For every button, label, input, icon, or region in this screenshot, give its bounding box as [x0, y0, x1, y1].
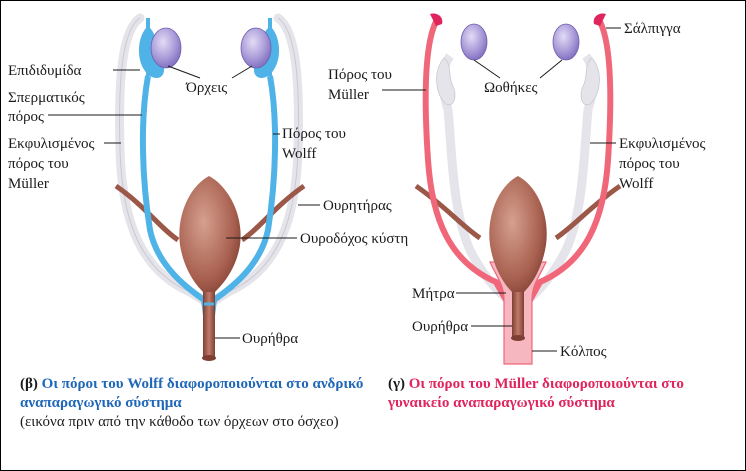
- male-caption: (β) Οι πόροι του Wolff διαφοροποιούνται …: [20, 375, 370, 432]
- female-bladder: [489, 176, 547, 292]
- female-ovary-left: [460, 23, 488, 61]
- label-degenerated-muller: Εκφυλισμένος πόρος του Müller: [8, 136, 98, 192]
- male-diagram: [114, 13, 306, 361]
- female-muller-duct-left: [422, 16, 509, 302]
- male-testis-left: [150, 27, 182, 69]
- female-caption-highlight: Οι πόροι του Müller διαφοροποιούνται στο…: [388, 376, 684, 411]
- male-ureter-left: [114, 183, 180, 243]
- male-bladder: [179, 176, 241, 292]
- male-caption-highlight: Οι πόροι του Wolff διαφοροποιούνται στο …: [20, 376, 364, 411]
- female-urethra: [512, 292, 524, 338]
- label-epididymis: Επιδιδυμίδα: [8, 63, 82, 79]
- label-bladder: Ουροδόχος κύστη: [300, 231, 408, 247]
- male-urethra: [203, 292, 215, 358]
- female-diagram: [414, 13, 622, 365]
- male-labels: Επιδιδυμίδα Σπερματικός πόρος Εκφυλισμέν…: [8, 63, 408, 347]
- label-ureter: Ουρητήρας: [323, 198, 392, 214]
- label-wolff-duct: Πόρος του Wolff: [282, 126, 350, 162]
- female-ureter-right: [554, 183, 622, 241]
- label-uterus: Μήτρα: [412, 286, 455, 302]
- female-labels: Σάλπιγγα Πόρος του Müller Ωοθήκες Εκφυλι…: [328, 21, 709, 360]
- male-caption-tag: (β): [20, 376, 38, 392]
- male-wolff-duct-right: [209, 75, 279, 317]
- label-ovaries: Ωοθήκες: [484, 80, 538, 96]
- female-muller-duct-right: [527, 16, 614, 302]
- label-male-urethra: Ουρήθρα: [242, 331, 298, 347]
- male-wolff-duct-left: [139, 75, 209, 317]
- label-testes: Όρχεις: [185, 80, 227, 96]
- male-testis-right: [240, 27, 272, 69]
- female-caption: (γ) Οι πόροι του Müller διαφοροποιούνται…: [388, 375, 733, 413]
- label-vagina: Κόλπος: [560, 344, 607, 360]
- label-muller-duct: Πόρος του Müller: [328, 67, 396, 103]
- label-female-urethra: Ουρήθρα: [412, 319, 468, 335]
- female-ovary-right: [552, 23, 580, 61]
- female-ureter-left: [414, 183, 482, 241]
- label-degenerated-wolff: Εκφυλισμένος πόρος του Wolff: [619, 136, 709, 192]
- male-caption-note: (εικόνα πριν από την κάθοδο των όρχεων σ…: [20, 414, 339, 430]
- label-oviduct: Σάλπιγγα: [624, 21, 681, 37]
- female-caption-tag: (γ): [388, 376, 406, 392]
- label-vas-deferens: Σπερματικός πόρος: [8, 90, 88, 125]
